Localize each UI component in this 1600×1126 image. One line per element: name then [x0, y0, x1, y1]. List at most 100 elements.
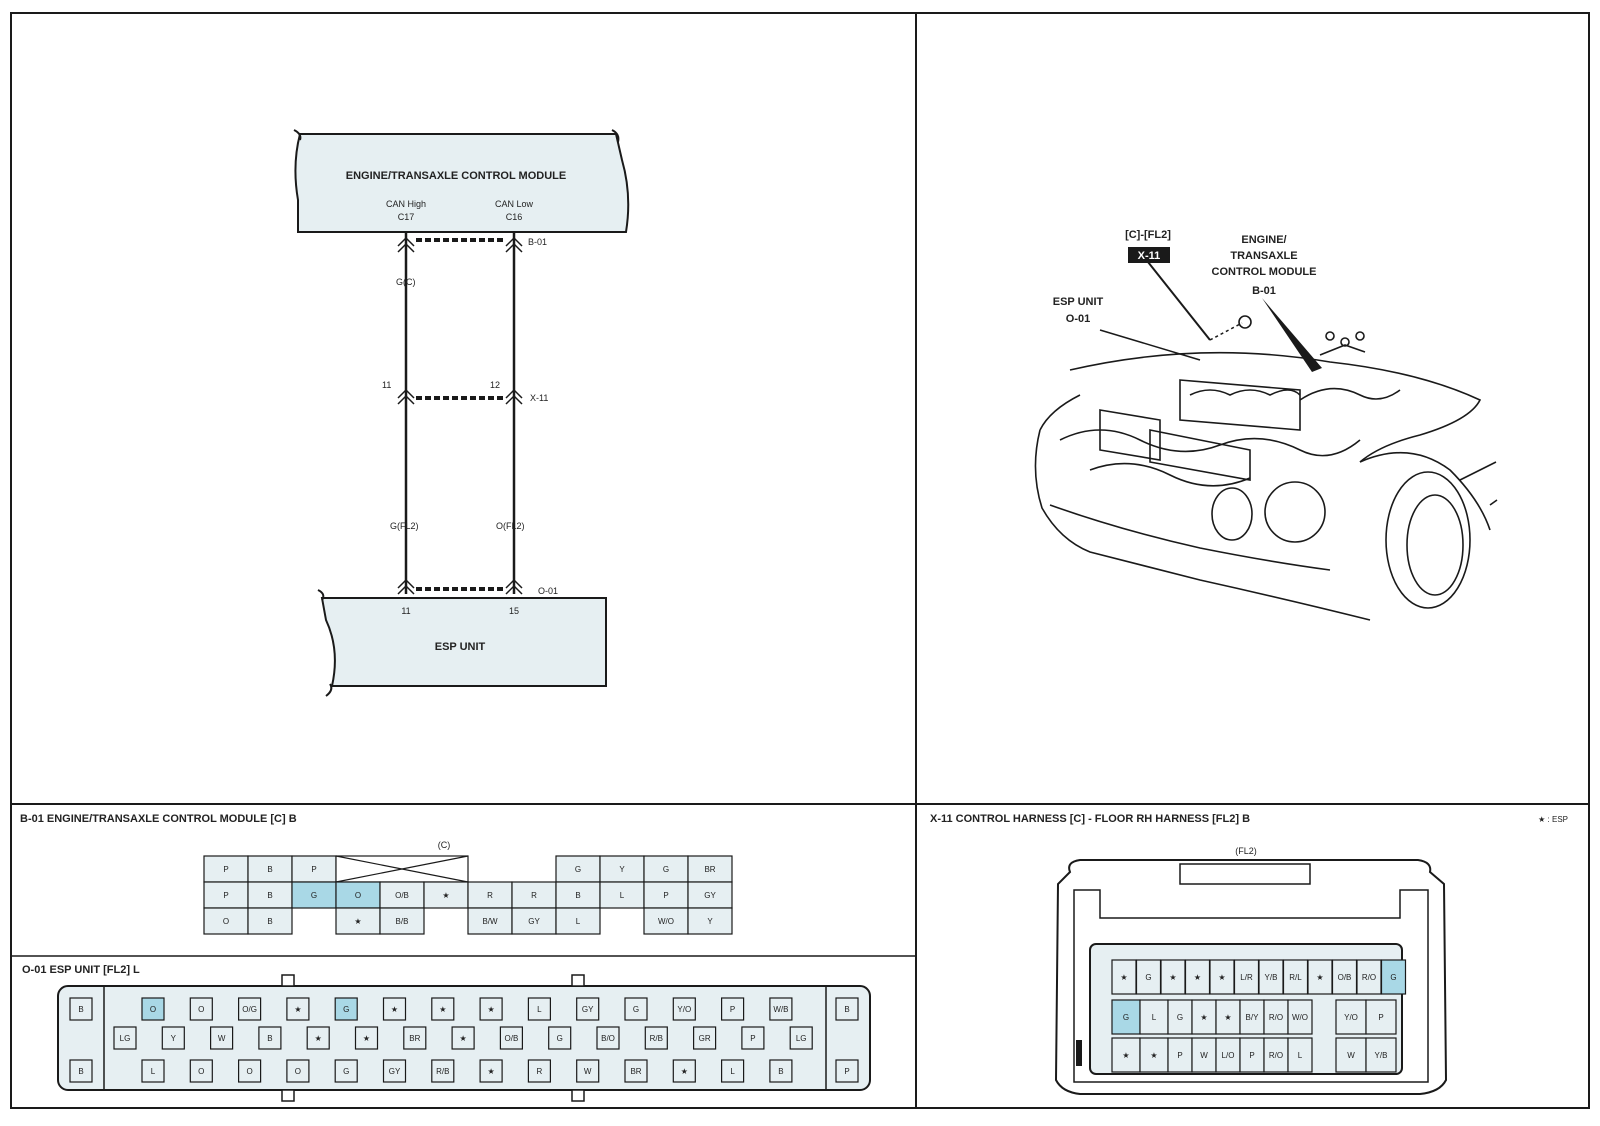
o01-pin-label: O	[198, 1005, 204, 1014]
o01-pin	[499, 1026, 523, 1050]
o01-pin	[741, 1026, 765, 1050]
x11-pin-label: R/O	[1362, 973, 1376, 982]
o01-pin-label: ★	[488, 1005, 495, 1014]
o01-pin-label: ★	[294, 1005, 301, 1014]
o01-pin	[141, 997, 165, 1021]
o01-pin-label: W	[218, 1034, 226, 1043]
x11-pin	[1139, 999, 1169, 1035]
o01-pin-label: O/B	[505, 1034, 519, 1043]
o01-pin	[286, 997, 310, 1021]
o01-pin-label: O	[150, 1005, 156, 1014]
b01-pin	[599, 881, 645, 909]
x11-pin	[1287, 1037, 1313, 1073]
o01-pin-label: O/G	[242, 1005, 257, 1014]
o01-pin	[258, 1026, 282, 1050]
o01-pin-label: G	[633, 1005, 639, 1014]
b01-pin-label: B/B	[396, 917, 409, 926]
esp-pin-left: 11	[401, 606, 410, 616]
o01-pin	[69, 997, 93, 1021]
o01-pin-label: ★	[363, 1034, 370, 1043]
x11-leader-line	[1147, 261, 1211, 341]
o01-pin-label: B	[778, 1067, 783, 1076]
esp-leader-line	[1099, 329, 1201, 361]
x11-pin-label: ★	[1150, 1051, 1157, 1060]
x11-pin	[1233, 959, 1260, 995]
x11-pin-label: G	[1123, 1013, 1129, 1022]
esp-unit-box	[320, 597, 607, 687]
b01-pin-label: Y	[707, 917, 713, 926]
o01-pin	[527, 997, 552, 1021]
b01-title: B-01 ENGINE/TRANSAXLE CONTROL MODULE [C]…	[20, 813, 297, 825]
b01-pin-label: P	[663, 891, 668, 900]
x11-pin-label: L	[1298, 1051, 1303, 1060]
harness-label: [C]-[FL2]	[1125, 229, 1171, 241]
o01-pin	[789, 1026, 813, 1050]
b01-pin-label: O/B	[395, 891, 409, 900]
b01-pin	[555, 907, 601, 935]
x11-pin-label: P	[1378, 1013, 1383, 1022]
x11-pin-label: G	[1145, 973, 1151, 982]
b01-pin	[511, 881, 557, 909]
b01-pin-label: ★	[442, 891, 449, 900]
o01-pin-label: B	[78, 1005, 83, 1014]
o01-pin	[431, 997, 455, 1021]
x11-pin	[1307, 959, 1333, 995]
o01-pin	[306, 1026, 330, 1050]
schematic-panel: ENGINE/TRANSAXLE CONTROL MODULE CAN High…	[293, 129, 630, 697]
o01-pin-label: L	[730, 1067, 735, 1076]
o01-pin-label: G	[557, 1034, 563, 1043]
o01-pin-label: B/O	[601, 1034, 615, 1043]
o01-pin	[451, 1026, 475, 1050]
o01-pin	[596, 1026, 620, 1050]
o01-pin-label: B	[844, 1005, 849, 1014]
o01-pin-label: GY	[389, 1067, 401, 1076]
x11-pin-label: ★	[1316, 973, 1323, 982]
x11-pin-label: ★	[1122, 1051, 1129, 1060]
b01-pin	[687, 881, 733, 909]
b01-pin	[467, 881, 513, 909]
o01-pin	[576, 997, 600, 1021]
x11-pin-label: P	[1249, 1051, 1254, 1060]
o01-pin-label: P	[730, 1005, 735, 1014]
x11-pin-label: G	[1177, 1013, 1183, 1022]
b01-key-label: (C)	[438, 840, 451, 850]
o01-pin-label: L	[537, 1005, 542, 1014]
x11-pin-label: Y/O	[1344, 1013, 1358, 1022]
engine-control-module-title: ENGINE/TRANSAXLE CONTROL MODULE	[346, 170, 566, 182]
o01-pin	[286, 1059, 310, 1083]
can-low-pin: C16	[506, 212, 523, 222]
b01-pin-label: O	[355, 891, 361, 900]
wire-color-bottom-right: O(FL2)	[496, 521, 525, 531]
b01-pin	[203, 907, 249, 935]
b01-pin-label: BR	[704, 865, 715, 874]
o01-pin-label: O	[246, 1067, 252, 1076]
o01-pin-label: Y	[171, 1034, 177, 1043]
o01-pin-label: ★	[315, 1034, 322, 1043]
x11-pin-label: R/O	[1269, 1051, 1283, 1060]
x11-pin	[1287, 999, 1313, 1035]
b01-pin	[687, 907, 733, 935]
esp-unit-title: ESP UNIT	[435, 641, 486, 653]
o01-pin	[644, 1026, 668, 1050]
o01-pin-label: LG	[120, 1034, 131, 1043]
x11-pin	[1258, 959, 1284, 995]
x11-pin-label: W	[1347, 1051, 1355, 1060]
x11-pin	[1335, 999, 1367, 1035]
ecm-label-line3: CONTROL MODULE	[1212, 266, 1317, 278]
b01-pin	[467, 907, 513, 935]
o01-pin	[431, 1059, 455, 1083]
b01-pin-label: B/W	[482, 917, 498, 926]
o01-pin	[69, 1059, 93, 1083]
b01-connector-symbol	[397, 236, 523, 253]
wire-color-bottom-left: G(FL2)	[390, 521, 419, 531]
x11-key-label: (FL2)	[1235, 846, 1257, 856]
engine-control-module-box	[294, 133, 630, 233]
b01-pin-label: R	[531, 891, 537, 900]
x11-pin-label: Y/B	[1265, 973, 1278, 982]
o01-pin	[624, 997, 648, 1021]
x11-note: ★ : ESP	[1538, 815, 1568, 824]
can-high-label: CAN High	[386, 199, 426, 209]
